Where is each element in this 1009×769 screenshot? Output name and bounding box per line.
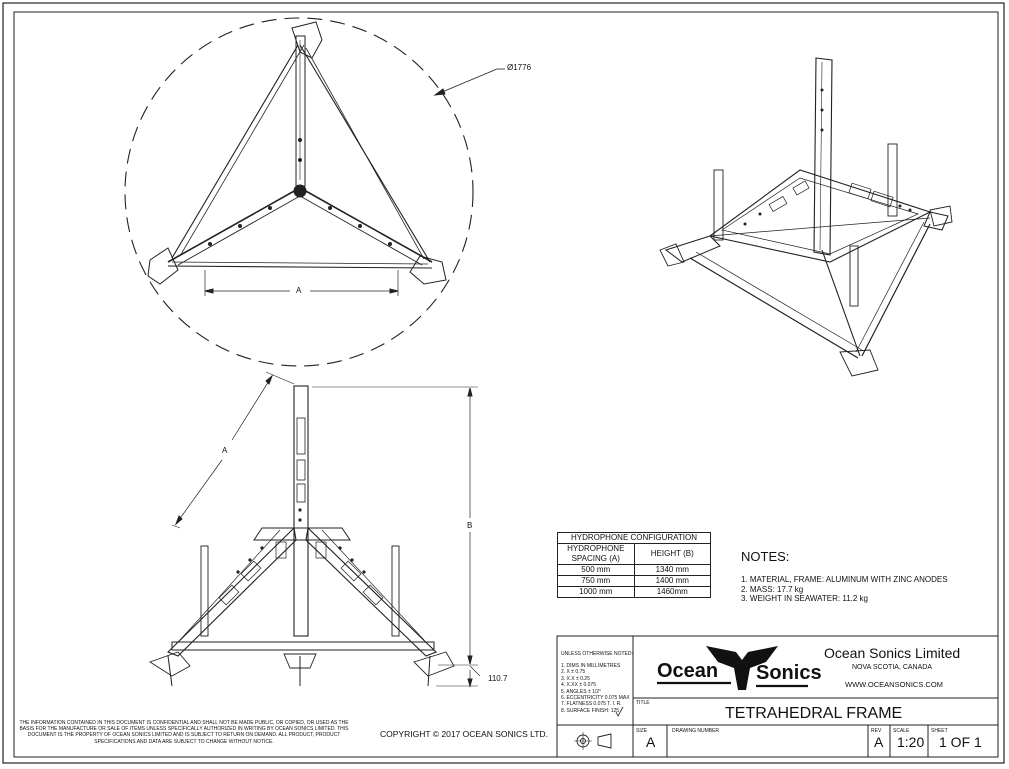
drawing-border [13,11,999,758]
tolerances-list: 1. DIMS IN MILLIMETRES 2. X ± 0.75 3. X.… [561,663,630,714]
scale-value: 1:20 [897,734,925,750]
dimension-ground: 110.7 [488,674,508,683]
dimension-a-top: A [296,286,302,295]
tolerances-heading: UNLESS OTHERWISE NOTED: [561,651,633,657]
note-item: 2. MASS: 17.7 kg [741,584,804,594]
diameter-circle [124,17,474,367]
table-row: 750 mm 1400 mm [557,575,711,587]
diameter-label: Ø1776 [507,63,532,72]
company-website: WWW.OCEANSONICS.COM [845,680,943,689]
table-cell: 750 mm [557,575,635,587]
table-row: 1000 mm 1460mm [557,586,711,598]
tolerance-line: 5. ANGLES ± 1/2° [561,688,602,695]
table-cell: 500 mm [557,564,635,576]
table-row: 500 mm 1340 mm [557,564,711,576]
isometric-view [659,57,953,377]
copyright-notice: COPYRIGHT © 2017 OCEAN SONICS LTD. [380,729,548,739]
logo-tail [706,646,778,690]
hydrophone-table-header: HEIGHT (B) [633,543,711,565]
company-name: Ocean Sonics Limited [824,645,961,661]
table-cell: 1000 mm [557,586,635,598]
hydrophone-table-title: HYDROPHONE CONFIGURATION [557,532,711,544]
rev-value: A [874,734,884,750]
logo-text-ocean: Ocean [657,660,719,682]
dimension-a-side: A [222,446,228,455]
tolerance-line: 2. X ± 0.75 [561,669,586,676]
size-label: SIZE [636,728,648,734]
tolerance-line: 1. DIMS IN MILLIMETRES [561,663,621,669]
rev-label: REV [871,728,882,734]
title-label: TITLE [636,700,650,706]
tolerance-line: 3. X.X ± 0.25 [561,675,590,682]
company-location: NOVA SCOTIA, CANADA [852,664,932,671]
notes-heading: NOTES: [741,549,790,564]
size-value: A [646,734,656,750]
table-cell: 1400 mm [633,575,711,587]
tolerance-line: 7. FLATNESS 0.075 T. I. R. [561,701,622,708]
confidentiality-notice: THE INFORMATION CONTAINED IN THIS DOCUME… [19,720,349,745]
hydrophone-table-header: HYDROPHONE SPACING (A) [557,543,635,565]
note-item: 3. WEIGHT IN SEAWATER: 11.2 kg [741,594,868,604]
side-view [148,371,481,688]
projection-symbol [574,732,612,750]
logo-text-sonics: Sonics [756,662,822,684]
table-cell: 1340 mm [633,564,711,576]
tolerance-line: 6. ECCENTRICITY 0.075 MAX [561,695,630,702]
drawing-number-label: DRAWING NUMBER [672,728,720,734]
logo-underlines [657,681,808,688]
tolerance-line: 4. X.XX ± 0.075 [561,682,596,689]
dimension-b: B [467,521,473,530]
top-view [124,17,505,367]
notes-list: 1. MATERIAL, FRAME: ALUMINUM WITH ZINC A… [741,575,948,604]
sheet-value: 1 OF 1 [939,734,982,750]
scale-label: SCALE [893,728,910,734]
tolerance-line: 8. SURFACE FINISH: 125 [561,707,620,714]
note-item: 1. MATERIAL, FRAME: ALUMINUM WITH ZINC A… [741,575,948,584]
hydrophone-table: HYDROPHONE CONFIGURATION HYDROPHONE SPAC… [557,532,711,598]
sheet-label: SHEET [931,728,948,734]
drawing-title: TETRAHEDRAL FRAME [725,705,903,722]
title-block-frame [556,635,999,758]
table-cell: 1460mm [633,586,711,598]
